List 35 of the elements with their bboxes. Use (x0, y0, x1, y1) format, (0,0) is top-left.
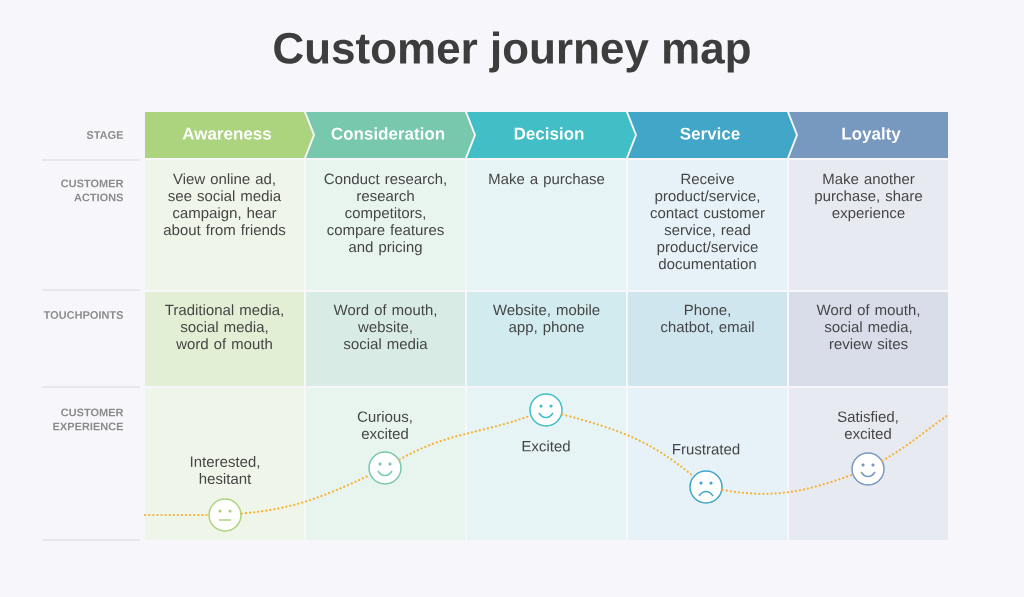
emoji-face (208, 498, 242, 532)
emotion-label: Interested, hesitant (190, 456, 260, 484)
title: Customer journey map (274, 31, 750, 73)
cell-text: Conduct research, research competitors, compare features and pricing (324, 173, 446, 256)
stage-header: Consideration (306, 112, 474, 158)
dotted-curve (721, 473, 854, 495)
row-label: TOUCHPOINTS (43, 311, 124, 319)
row-label: STAGE (86, 131, 124, 139)
cell-text: Word of mouth, social media, review sites (816, 304, 920, 350)
emotion-label: Curious, excited (357, 411, 412, 439)
dotted-curve (561, 413, 695, 478)
cell-text: Word of mouth, website, social media (333, 304, 437, 350)
dotted-curve (881, 413, 950, 462)
cell-text: Make another purchase, share experience (815, 173, 922, 222)
cell-text: Make a purchase (489, 173, 605, 188)
cell-text: View online ad, see social media campaign, hear about from friends (163, 173, 286, 236)
stage-header: Service (628, 112, 796, 158)
dotted-curve (240, 473, 371, 515)
emoji-face (851, 452, 885, 486)
stage-header: Awareness (145, 112, 313, 158)
emotion-label: Frustrated (673, 443, 740, 455)
emotion-label: Excited (522, 440, 570, 452)
cell-text: Receive product/service, contact customer service, read product/service documentation (650, 173, 765, 270)
emoji-face (529, 393, 563, 427)
row-label: CUSTOMER ACTIONS (61, 179, 124, 202)
cell-text: Phone, chatbot, email (661, 304, 754, 334)
emotion-label: Satisfied, excited (837, 411, 898, 439)
emoji-face (368, 451, 402, 485)
dotted-curve (143, 513, 210, 517)
stage-header: Loyalty (789, 112, 948, 158)
row-label: CUSTOMER EXPERIENCE (53, 408, 124, 431)
emoji-face (689, 470, 723, 504)
cell-text: Website, mobile app, phone (492, 304, 600, 336)
cell-text: Traditional media, social media, word of mouth (165, 304, 283, 350)
stage-header: Decision (467, 112, 635, 158)
